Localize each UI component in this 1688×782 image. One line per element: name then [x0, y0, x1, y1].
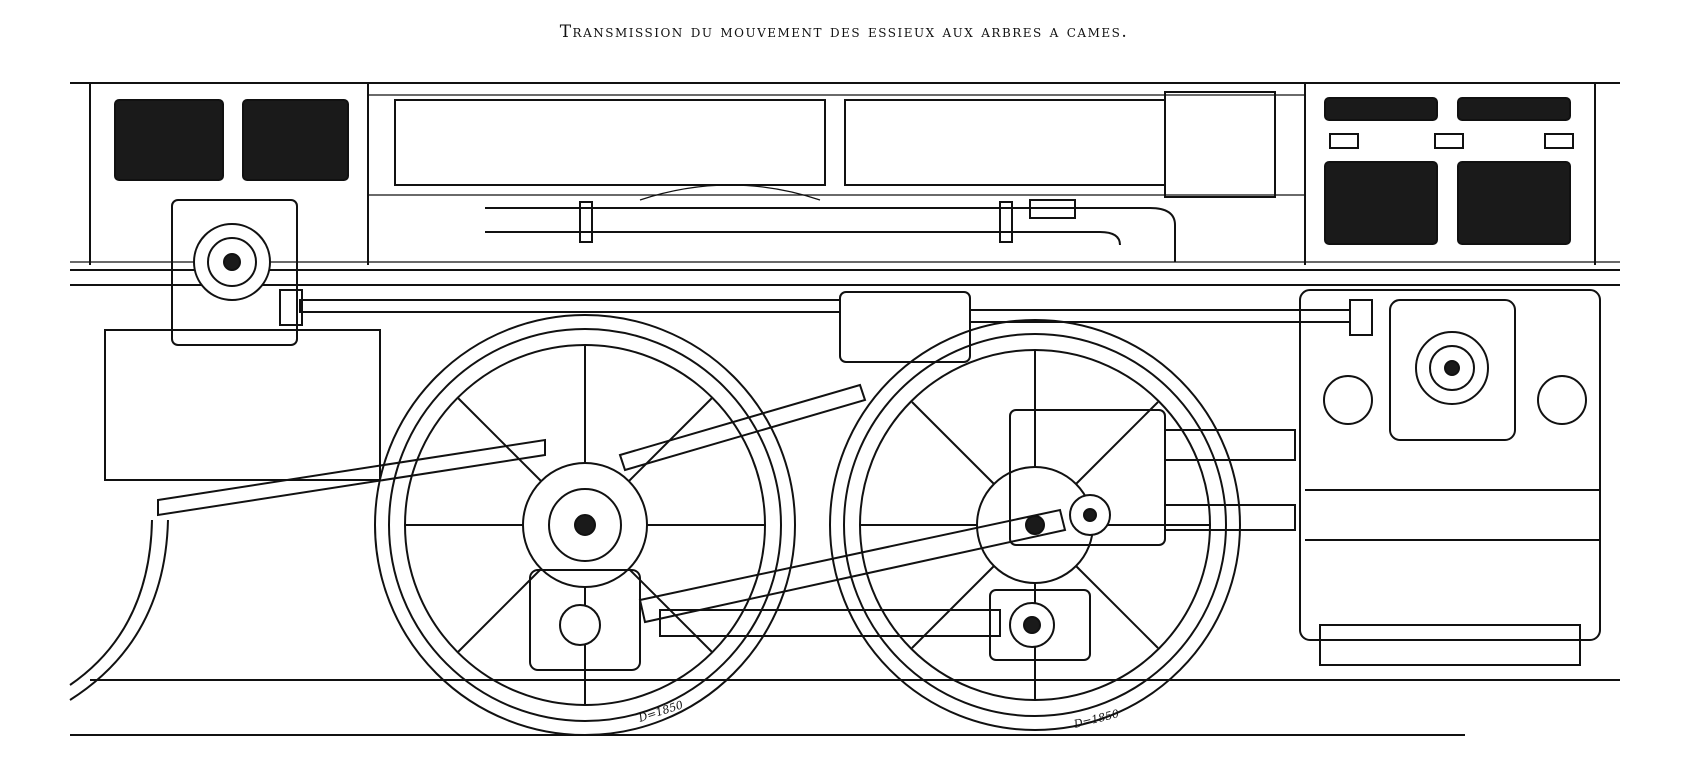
cardan-shafts — [157, 383, 867, 517]
crank-pin-bearing — [529, 569, 1091, 671]
crosshead-assembly — [1009, 409, 1296, 546]
rear-driving-wheel — [829, 319, 1241, 731]
figure-title: Transmission du mouvement des essieux au… — [559, 22, 1129, 42]
coupling-rod — [638, 508, 1067, 637]
right-camshaft-gearbox — [1323, 299, 1587, 441]
body-upper-structure — [70, 82, 1620, 265]
front-driving-wheel — [374, 314, 796, 736]
left-camshaft-gearbox — [171, 199, 298, 346]
right-cab-grilles — [1324, 97, 1574, 245]
leading-wheel — [69, 519, 169, 701]
traction-motor-housing — [1299, 289, 1601, 666]
left-cab-grilles — [114, 99, 349, 181]
upper-transmission-shaft — [279, 289, 1373, 363]
running-board — [70, 261, 1620, 286]
left-frame-block — [104, 329, 381, 481]
